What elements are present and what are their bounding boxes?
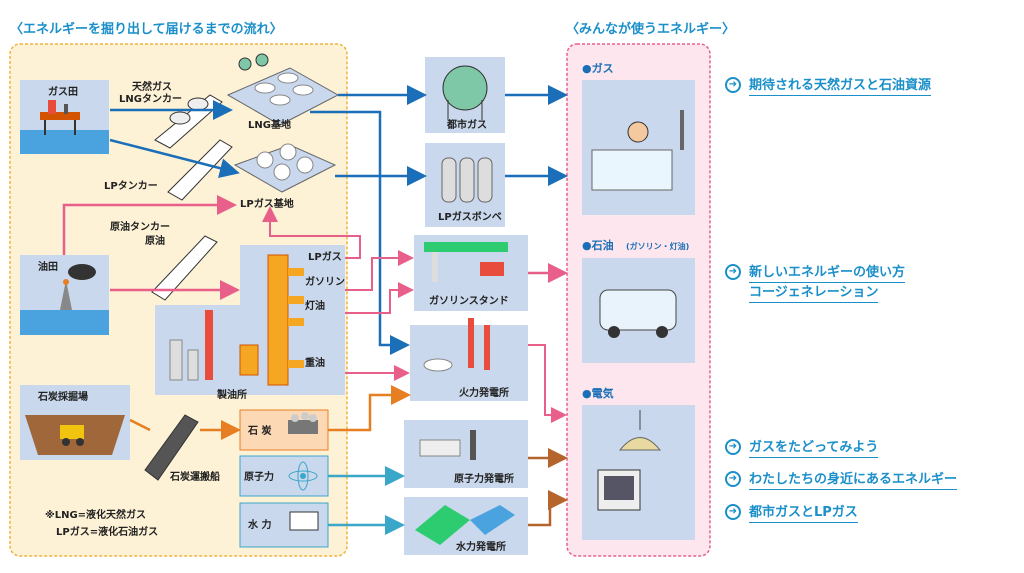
link-label[interactable]: 都市ガスとLPガス: [749, 503, 858, 523]
arrow-circle-icon: ➜: [725, 439, 741, 455]
use-oil: ●石油 (ガソリン・灯油): [582, 238, 695, 363]
arrow-circle-icon: ➜: [725, 471, 741, 487]
gas-station-label: ガソリンスタンド: [429, 294, 509, 307]
city-gas-facility: 都市ガス: [425, 57, 505, 133]
flow-kerosene-station: [345, 282, 414, 314]
coal-mine: 石炭採掘場: [20, 385, 130, 460]
left-section-title: 〈エネルギーを掘り出して届けるまでの流れ〉: [10, 22, 283, 37]
thermal-facility: 火力発電所: [410, 318, 528, 401]
link-label[interactable]: ガスをたどってみよう: [749, 438, 879, 458]
oil-field-label: 油田: [38, 260, 58, 273]
coal-ship: 石炭運搬船: [144, 414, 220, 483]
gas-field: ガス田: [20, 80, 109, 154]
flow-gasfield-lpbase: [109, 138, 240, 178]
nuclear-resource: 原子力: [239, 455, 329, 497]
product-kerosene-label: 灯油: [305, 299, 325, 312]
product-heavy-oil-label: 重油: [305, 356, 325, 369]
lp-cylinder-label: LPガスボンベ: [438, 210, 502, 223]
arrow-circle-icon: ➜: [725, 264, 741, 280]
use-gas-label: ●ガス: [582, 61, 614, 75]
coal-mine-label: 石炭採掘場: [37, 390, 88, 403]
flow-coal-thermal: [328, 385, 411, 432]
arrow-circle-icon: ➜: [725, 504, 741, 520]
lp-tanker: LPタンカー: [104, 139, 233, 201]
flow-hydro-electricity: [528, 490, 568, 527]
city-gas-label: 都市ガス: [446, 118, 487, 131]
lp-tanker-label: LPタンカー: [104, 180, 158, 192]
link-cogeneration[interactable]: ➜ 新しいエネルギーの使い方 コージェネレーション: [725, 263, 906, 303]
coal-resource: 石 炭: [239, 409, 329, 451]
hydro-plant-facility: 水力発電所: [404, 497, 528, 555]
lp-base-label: LPガス基地: [240, 197, 294, 210]
crude-tanker-label-2: 原油: [145, 234, 165, 247]
lng-tanker: 天然ガス LNGタンカー: [119, 80, 223, 149]
lp-cylinder-facility: LPガスボンベ: [425, 143, 505, 227]
link-label[interactable]: わたしたちの身近にあるエネルギー: [749, 470, 958, 490]
lng-tanker-label-1: 天然ガス: [132, 80, 172, 93]
refinery: 製油所 LPガス ガソリン 灯油 重油: [155, 245, 345, 401]
coal-resource-label: 石 炭: [247, 424, 271, 437]
lng-base-label: LNG基地: [248, 118, 291, 131]
flow-lngbase-thermal: [310, 110, 410, 355]
lng-base: LNG基地: [226, 53, 340, 131]
note-lp: LPガス=液化石油ガス: [56, 527, 159, 538]
lng-tanker-label-2: LNGタンカー: [119, 93, 182, 105]
use-electricity: ●電気: [582, 386, 695, 540]
link-city-gas-lp-gas[interactable]: ➜ 都市ガスとLPガス: [725, 503, 858, 523]
use-oil-sublabel: (ガソリン・灯油): [626, 241, 689, 251]
hydro-plant-label: 水力発電所: [455, 540, 506, 553]
arrow-circle-icon: ➜: [725, 77, 741, 93]
gas-station-facility: ガソリンスタンド: [414, 235, 528, 311]
nuclear-resource-label: 原子力: [244, 470, 274, 483]
right-section-title: 〈みんなが使うエネルギー〉: [566, 22, 736, 37]
flow-lpgas-lpbase: [262, 206, 361, 259]
product-lpgas-label: LPガス: [308, 250, 342, 263]
link-everyday-energy[interactable]: ➜ わたしたちの身近にあるエネルギー: [725, 470, 958, 490]
refinery-label: 製油所: [216, 388, 247, 401]
product-gasoline-label: ガソリン: [305, 275, 345, 288]
lp-base: LPガス基地: [233, 143, 337, 210]
flow-gasoline-station: [345, 250, 414, 291]
hydro-resource-label: 水 力: [247, 518, 271, 531]
note-lng: ※LNG=液化天然ガス: [45, 510, 147, 521]
link-label-2[interactable]: コージェネレーション: [749, 283, 879, 303]
gas-field-label: ガス田: [48, 85, 78, 98]
nuclear-plant-facility: 原子力発電所: [404, 420, 528, 488]
hydro-resource: 水 力: [239, 502, 329, 548]
link-trace-gas[interactable]: ➜ ガスをたどってみよう: [725, 438, 879, 458]
coal-ship-label: 石炭運搬船: [169, 470, 220, 483]
link-label[interactable]: 新しいエネルギーの使い方: [749, 263, 906, 283]
use-gas: ●ガス: [582, 61, 695, 215]
crude-tanker-label-1: 原油タンカー: [110, 220, 170, 233]
link-natural-gas-oil-resources[interactable]: ➜ 期待される天然ガスと石油資源: [725, 76, 932, 96]
nuclear-plant-label: 原子力発電所: [454, 472, 514, 485]
crude-tanker: 原油タンカー 原油: [110, 220, 218, 301]
flow-thermal-electricity: [528, 344, 567, 423]
oil-field: 油田: [20, 255, 109, 335]
use-oil-label: ●石油: [582, 238, 614, 252]
use-electricity-label: ●電気: [582, 386, 614, 400]
link-label[interactable]: 期待される天然ガスと石油資源: [749, 76, 932, 96]
flow-oilfield-lpbase: [62, 195, 237, 255]
thermal-label: 火力発電所: [459, 386, 509, 399]
flow-coalmine-ship: [129, 418, 151, 432]
